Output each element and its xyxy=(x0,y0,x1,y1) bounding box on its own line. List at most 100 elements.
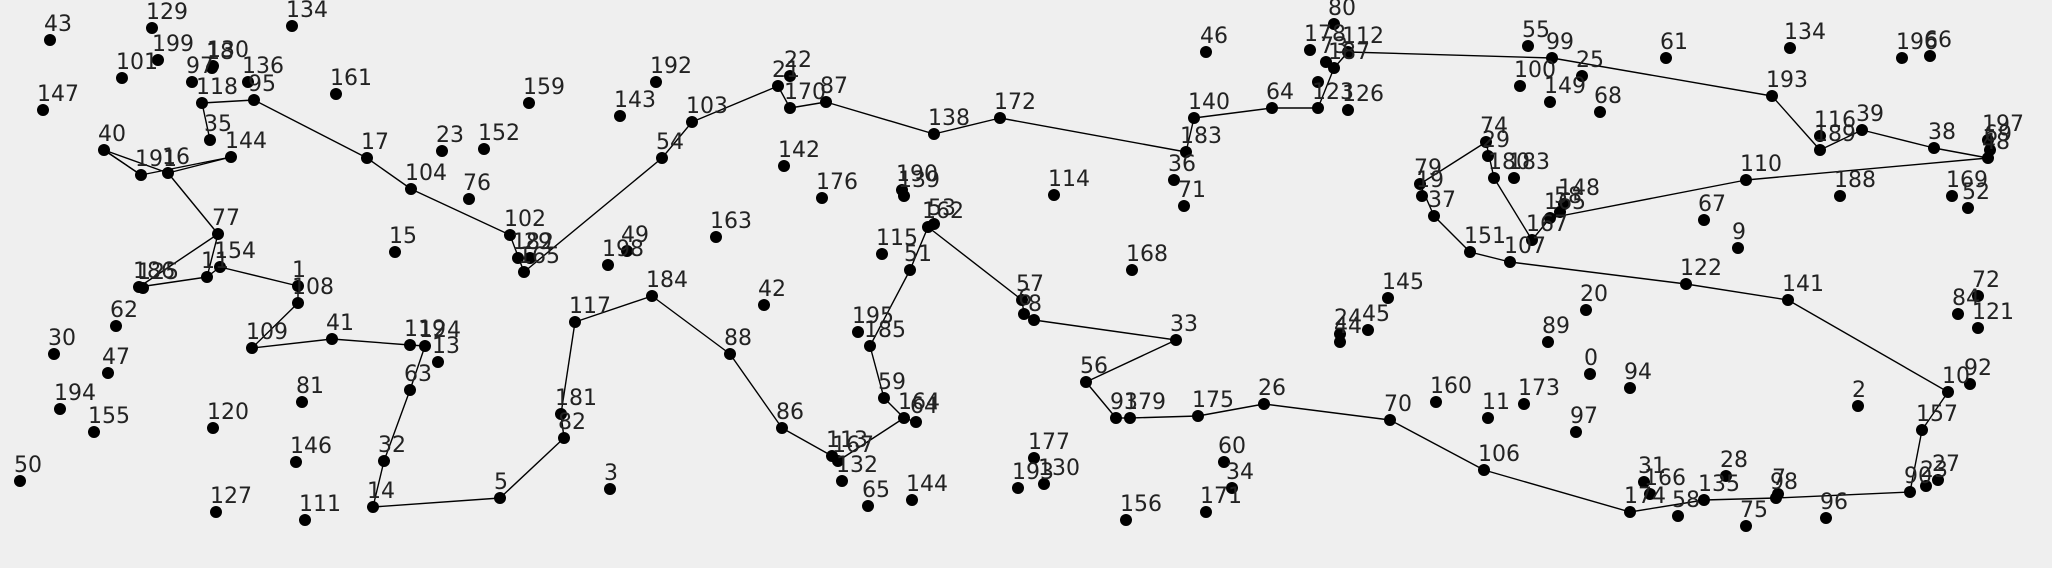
graph-node xyxy=(621,245,633,257)
node-label: 38 xyxy=(1928,120,1956,145)
node-label: 188 xyxy=(1834,168,1876,193)
graph-node xyxy=(478,143,490,155)
node-label: 121 xyxy=(1972,300,2014,325)
node-label: 24 xyxy=(1334,306,1362,331)
node-label: 39 xyxy=(1856,102,1884,127)
graph-edge xyxy=(781,427,833,457)
graph-node xyxy=(1522,40,1534,52)
node-label: 180 xyxy=(1488,150,1530,175)
graph-edge xyxy=(1629,499,1705,513)
graph-node xyxy=(378,455,390,467)
graph-edge xyxy=(167,172,219,235)
graph-edge xyxy=(1085,339,1177,383)
node-label: 29 xyxy=(1482,128,1510,153)
graph-node xyxy=(1028,314,1040,326)
node-label: 168 xyxy=(1126,242,1168,267)
node-label: 194 xyxy=(54,381,96,406)
node-label: 113 xyxy=(826,428,868,453)
graph-node xyxy=(1672,510,1684,522)
graph-node xyxy=(650,76,662,88)
node-label: 84 xyxy=(1952,286,1980,311)
graph-edge xyxy=(409,345,426,391)
node-label: 192 xyxy=(650,54,692,79)
graph-edge xyxy=(1085,381,1117,419)
graph-node xyxy=(1226,482,1238,494)
node-label: 97 xyxy=(1570,404,1598,429)
graph-node xyxy=(326,333,338,345)
node-label: 118 xyxy=(196,75,238,100)
node-label: 26 xyxy=(1258,376,1286,401)
graph-edge xyxy=(837,417,905,462)
graph-edge xyxy=(103,149,142,176)
graph-node xyxy=(201,271,213,283)
graph-node xyxy=(1972,322,1984,334)
graph-node xyxy=(152,54,164,66)
node-label: 64 xyxy=(1266,80,1294,105)
node-label: 17 xyxy=(361,130,389,155)
node-label: 195 xyxy=(852,304,894,329)
graph-node xyxy=(1200,46,1212,58)
node-label: 56 xyxy=(1080,354,1108,379)
graph-node xyxy=(614,110,626,122)
graph-edge xyxy=(1129,415,1199,419)
graph-node xyxy=(724,348,736,360)
graph-node xyxy=(1542,336,1554,348)
graph-node xyxy=(906,494,918,506)
graph-node xyxy=(110,320,122,332)
graph-node xyxy=(207,422,219,434)
graph-node xyxy=(1384,414,1396,426)
node-label: 190 xyxy=(896,162,938,187)
graph-edge xyxy=(1317,67,1335,109)
graph-node xyxy=(1430,396,1442,408)
graph-edge xyxy=(410,188,511,236)
graph-edge xyxy=(251,338,333,349)
graph-edge xyxy=(1509,261,1687,285)
node-label: 112 xyxy=(1342,24,1384,49)
node-label: 147 xyxy=(37,82,79,107)
graph-edge xyxy=(1433,215,1471,253)
node-label: 32 xyxy=(378,433,406,458)
graph-node xyxy=(1416,190,1428,202)
node-label: 161 xyxy=(330,66,372,91)
node-label: 134 xyxy=(286,0,328,23)
graph-edge xyxy=(869,345,885,399)
graph-node xyxy=(1342,46,1354,58)
graph-node xyxy=(1200,506,1212,518)
graph-node xyxy=(1740,174,1752,186)
graph-edge xyxy=(138,276,208,288)
graph-node xyxy=(1594,106,1606,118)
graph-node xyxy=(1414,178,1426,190)
node-label: 45 xyxy=(1362,302,1390,327)
graph-edge xyxy=(1745,157,1989,181)
graph-node xyxy=(389,246,401,258)
node-label: 8 xyxy=(1028,292,1042,317)
node-label: 193 xyxy=(1766,68,1808,93)
graph-node xyxy=(1820,512,1832,524)
node-label: 71 xyxy=(1178,178,1206,203)
graph-node xyxy=(1328,62,1340,74)
graph-node xyxy=(1644,488,1656,500)
graph-node xyxy=(1464,246,1476,258)
node-label: 107 xyxy=(1504,234,1546,259)
node-label: 95 xyxy=(248,72,276,97)
node-label: 9 xyxy=(1732,220,1746,245)
node-label: 139 xyxy=(898,168,940,193)
graph-node xyxy=(299,514,311,526)
node-label: 149 xyxy=(1544,74,1586,99)
graph-node xyxy=(463,193,475,205)
node-label: 46 xyxy=(1200,24,1228,49)
graph-node xyxy=(146,22,158,34)
node-label: 52 xyxy=(1962,180,1990,205)
graph-node xyxy=(1334,336,1346,348)
graph-edge xyxy=(789,101,827,109)
node-label: 170 xyxy=(784,80,826,105)
graph-node xyxy=(1740,520,1752,532)
graph-node xyxy=(1982,152,1994,164)
graph-edge xyxy=(206,233,219,278)
node-label: 44 xyxy=(1334,314,1362,339)
graph-edge xyxy=(691,85,779,123)
node-label: 55 xyxy=(1522,18,1550,43)
node-label: 37 xyxy=(1428,188,1456,213)
graph-edge xyxy=(140,156,232,176)
graph-edge xyxy=(1197,403,1265,417)
